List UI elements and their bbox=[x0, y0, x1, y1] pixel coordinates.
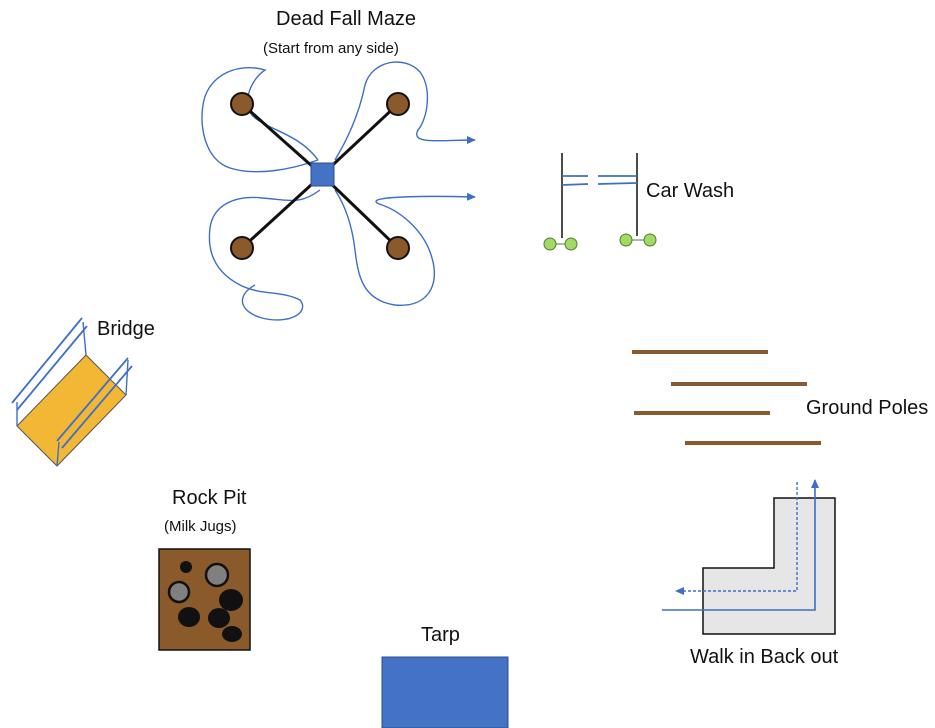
maze-path-loop-bottom-left bbox=[208, 189, 321, 321]
maze-pole-se bbox=[320, 173, 400, 250]
ground-poles bbox=[632, 350, 821, 445]
rock-black bbox=[219, 589, 243, 611]
bridge-label: Bridge bbox=[97, 318, 155, 340]
rock-black bbox=[178, 607, 200, 627]
deadfall-maze-title: Dead Fall Maze bbox=[276, 8, 417, 30]
maze-post-sw bbox=[230, 236, 254, 260]
maze-pole-nw bbox=[241, 102, 323, 177]
deadfall-maze-subtitle: (Start from any side) bbox=[263, 40, 399, 57]
bridge-rail bbox=[61, 365, 133, 449]
milk-jug-gray bbox=[204, 562, 230, 588]
car-wash-foot bbox=[564, 237, 578, 251]
maze-pole-sw bbox=[240, 173, 324, 250]
milk-jug-gray bbox=[167, 580, 191, 604]
maze-path-loop-bottom-right bbox=[334, 189, 476, 306]
rock-gray bbox=[180, 561, 192, 573]
walk-in-back-out-label: Walk in Back out bbox=[690, 646, 839, 668]
rock-pit-title: Rock Pit bbox=[172, 487, 247, 509]
ground-poles-label: Ground Poles bbox=[806, 397, 929, 419]
maze-post-nw bbox=[230, 92, 254, 116]
car-wash-strip bbox=[597, 182, 638, 185]
car-wash-foot bbox=[619, 233, 633, 247]
car-wash-label: Car Wash bbox=[646, 180, 735, 202]
rock-pit bbox=[158, 548, 251, 651]
rock-black bbox=[208, 608, 230, 628]
deadfall-maze bbox=[201, 61, 476, 321]
maze-path-loop-top-left bbox=[201, 66, 319, 173]
rock-black bbox=[222, 626, 242, 642]
bridge-rail bbox=[16, 325, 88, 411]
car-wash-foot bbox=[543, 237, 557, 251]
maze-post-ne bbox=[386, 92, 410, 116]
rock-pit-subtitle: (Milk Jugs) bbox=[164, 518, 237, 535]
maze-pole-ne bbox=[320, 102, 400, 177]
walk-l-shape bbox=[702, 497, 836, 635]
car-wash-strip bbox=[561, 183, 589, 186]
maze-center-block bbox=[310, 162, 335, 187]
back-out-arrow bbox=[675, 482, 798, 595]
car-wash bbox=[543, 153, 657, 251]
car-wash-foot bbox=[643, 233, 657, 247]
bridge-rail bbox=[11, 317, 83, 404]
maze-path-loop-top-right bbox=[334, 61, 476, 161]
tarp-label: Tarp bbox=[421, 624, 460, 646]
bridge bbox=[11, 317, 133, 467]
walk-in-arrow bbox=[662, 479, 819, 611]
maze-post-se bbox=[386, 236, 410, 260]
bridge-rail bbox=[56, 357, 129, 442]
tarp bbox=[381, 656, 509, 728]
walk-in-back-out bbox=[662, 479, 836, 635]
bridge-deck bbox=[16, 354, 127, 467]
